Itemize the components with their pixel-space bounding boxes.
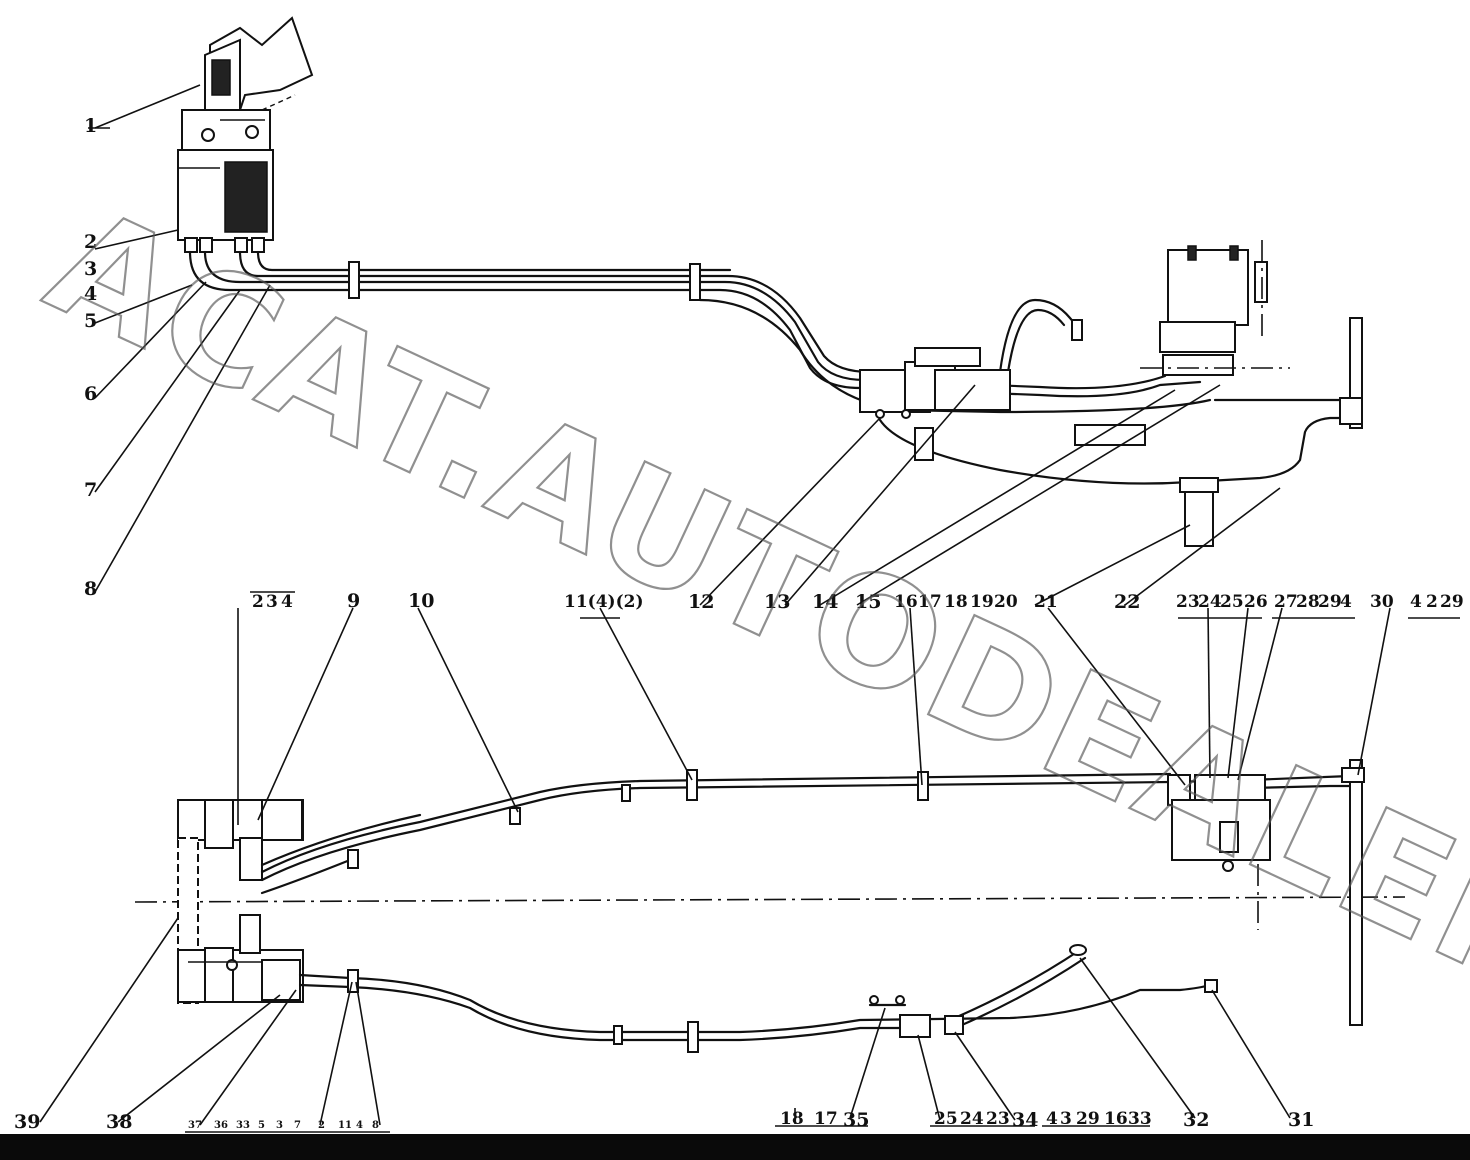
callout-29d: 29 (1076, 1109, 1100, 1129)
callout-22: 22 (1114, 591, 1140, 613)
callout-3a: 3 (266, 592, 278, 612)
callout-7: 7 (84, 479, 97, 501)
top-assembly: 1 2 3 4 5 6 7 8 12 13 14 15 22 (84, 16, 1363, 613)
callout-24b: 24 (960, 1109, 984, 1129)
callout-5s: 5 (258, 1120, 265, 1131)
callout-34: 34 (1012, 1109, 1038, 1131)
callout-39: 39 (14, 1111, 40, 1133)
callout-3: 3 (84, 258, 97, 280)
callout-15: 15 (855, 591, 881, 613)
callout-32: 32 (1183, 1109, 1209, 1131)
callout-2a: 2 (252, 592, 264, 612)
callout-33s: 33 (236, 1120, 250, 1131)
callout-25b: 25 (934, 1109, 958, 1129)
control-unit-icon (177, 16, 314, 253)
callout-16d: 16 (1104, 1109, 1128, 1129)
callout-1: 1 (84, 115, 97, 137)
callout-4d: 4 (1046, 1109, 1058, 1129)
callout-9: 9 (347, 590, 360, 612)
top-harness (188, 240, 1363, 547)
callout-10: 10 (408, 590, 434, 612)
callout-13: 13 (764, 591, 790, 613)
callout-17: 17 (918, 592, 942, 612)
callout-23b: 23 (986, 1109, 1010, 1129)
top-callouts: 1 2 3 4 5 6 7 8 12 13 14 15 22 (84, 115, 1140, 613)
callout-3s: 3 (276, 1120, 283, 1131)
callout-17b: 17 (814, 1109, 838, 1129)
bottom-assembly (134, 759, 1406, 1053)
callout-11s: 11 (338, 1120, 352, 1131)
callout-26: 26 (1244, 592, 1268, 612)
callout-36: 36 (214, 1120, 228, 1131)
callout-23: 23 (1176, 592, 1200, 612)
callout-30: 30 (1370, 592, 1394, 612)
callout-19: 19 (970, 592, 994, 612)
callout-2s: 2 (318, 1120, 325, 1131)
bottom-leaders (39, 591, 1460, 1133)
callout-4b: 4 (1340, 592, 1352, 612)
watermark-text: ACAT.AUTODEALER.RU (25, 175, 1470, 1159)
callout-25: 25 (1220, 592, 1244, 612)
bottom-black-bar (0, 1134, 1470, 1160)
callout-3d: 3 (1060, 1109, 1072, 1129)
callout-8s: 8 (372, 1120, 379, 1131)
callout-4s: 4 (356, 1120, 363, 1131)
callout-5: 5 (84, 310, 97, 332)
callout-2: 2 (84, 231, 97, 253)
callout-38: 38 (106, 1111, 132, 1133)
top-leaders (88, 84, 1281, 606)
callout-2c: 2 (1426, 592, 1438, 612)
callout-6: 6 (84, 383, 97, 405)
callout-29c: 29 (1440, 592, 1464, 612)
plan-control-unit-icon (177, 799, 304, 1004)
callout-31: 31 (1288, 1109, 1314, 1131)
callout-4c: 4 (1410, 592, 1422, 612)
callout-18b: 18 (780, 1109, 804, 1129)
callout-28: 28 (1296, 592, 1320, 612)
callout-27: 27 (1274, 592, 1298, 612)
callout-14: 14 (812, 591, 838, 613)
callout-37: 37 (188, 1120, 202, 1131)
bottom-callouts: 2 3 4 9 10 11(4)(2) 16 17 18 19 20 21 23… (14, 590, 1464, 1133)
callout-12: 12 (688, 591, 714, 613)
callout-16: 16 (894, 592, 918, 612)
callout-4: 4 (84, 283, 97, 305)
callout-29: 29 (1318, 592, 1342, 612)
callout-8: 8 (84, 578, 97, 600)
callout-4a: 4 (281, 592, 293, 612)
callout-35: 35 (843, 1109, 869, 1131)
callout-7s: 7 (294, 1120, 301, 1131)
callout-11: 11(4)(2) (564, 592, 644, 612)
callout-33: 33 (1128, 1109, 1152, 1129)
callout-18: 18 (944, 592, 968, 612)
callout-20: 20 (994, 592, 1018, 612)
callout-24: 24 (1198, 592, 1222, 612)
callout-21: 21 (1034, 592, 1058, 612)
